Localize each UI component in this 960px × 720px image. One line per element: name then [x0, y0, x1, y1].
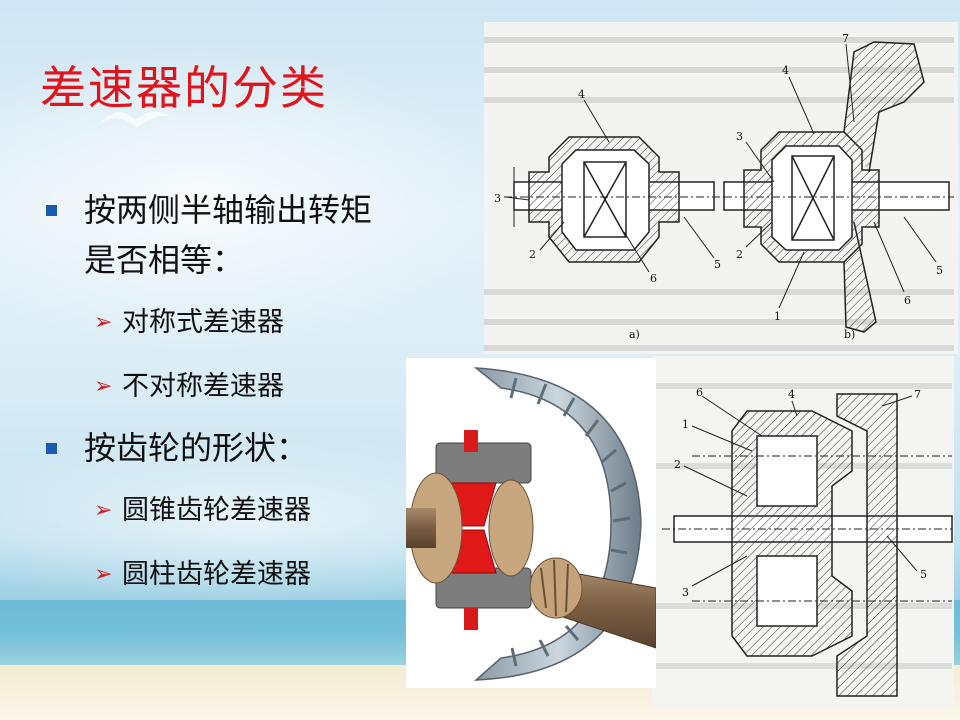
sub-bullet-asymmetric: ➢ 不对称差速器	[44, 355, 484, 419]
sub-bullet-spur-text: 圆柱齿轮差速器	[122, 559, 311, 590]
svg-text:a): a)	[629, 328, 640, 341]
drawing-a	[504, 136, 724, 263]
svg-text:2: 2	[736, 248, 743, 261]
arrowhead-bullet-icon: ➢	[94, 498, 113, 523]
seagull-icon	[100, 111, 170, 128]
blue-square-bullet-icon	[46, 205, 57, 216]
bullet-gear-shape: 按齿轮的形状：	[44, 423, 484, 473]
svg-text:6: 6	[904, 294, 911, 307]
svg-text:7: 7	[842, 32, 849, 45]
svg-text:3: 3	[736, 130, 743, 143]
sub-bullet-bevel-text: 圆锥齿轮差速器	[122, 495, 311, 526]
arrowhead-bullet-icon: ➢	[94, 562, 113, 587]
svg-text:5: 5	[936, 264, 943, 277]
sub-bullet-symmetric-text: 对称式差速器	[122, 307, 284, 338]
differential-3d-render	[406, 358, 657, 688]
bullet-torque-line1: 按两侧半轴输出转矩	[84, 191, 373, 229]
bullet-gear-shape-text: 按齿轮的形状：	[84, 429, 309, 467]
drawing-callouts: 4 3 2 6 5 4 7 3 2 1 6 5 a) b)	[494, 32, 943, 341]
svg-text:4: 4	[782, 64, 789, 77]
bullet-list: 按两侧半轴输出转矩 是否相等： ➢ 对称式差速器 ➢ 不对称差速器 按齿轮的形状…	[44, 185, 484, 607]
sub-bullet-spur: ➢ 圆柱齿轮差速器	[44, 543, 484, 607]
svg-text:b): b)	[844, 328, 855, 341]
svg-text:7: 7	[914, 388, 921, 401]
sub-bullet-bevel: ➢ 圆锥齿轮差速器	[44, 479, 484, 543]
svg-text:1: 1	[774, 310, 781, 323]
spur-differential-drawing: 6 4 7 1 2 3 5	[652, 356, 954, 708]
svg-text:3: 3	[682, 586, 689, 599]
svg-text:6: 6	[696, 386, 703, 399]
sub-bullet-symmetric: ➢ 对称式差速器	[44, 291, 484, 355]
svg-text:2: 2	[674, 458, 681, 471]
bullet-torque: 按两侧半轴输出转矩 是否相等：	[44, 185, 484, 285]
svg-text:4: 4	[578, 88, 585, 101]
arrowhead-bullet-icon: ➢	[94, 374, 113, 399]
drawing-b	[723, 41, 954, 333]
svg-text:1: 1	[682, 418, 689, 431]
svg-text:5: 5	[920, 568, 927, 581]
svg-text:2: 2	[529, 248, 536, 261]
svg-text:3: 3	[494, 192, 501, 205]
slide-title: 差速器的分类	[40, 61, 328, 115]
drawing-callouts-bottom: 6 4 7 1 2 3 5	[674, 386, 927, 599]
arrowhead-bullet-icon: ➢	[94, 310, 113, 335]
bevel-differential-drawing: 4 3 2 6 5 4 7 3 2 1 6 5 a) b)	[484, 22, 958, 354]
bullet-torque-line2: 是否相等：	[84, 241, 245, 279]
blue-square-bullet-icon	[46, 443, 57, 454]
svg-text:5: 5	[714, 258, 721, 271]
sub-bullet-asymmetric-text: 不对称差速器	[122, 371, 284, 402]
svg-text:6: 6	[650, 272, 657, 285]
svg-text:4: 4	[788, 388, 795, 401]
